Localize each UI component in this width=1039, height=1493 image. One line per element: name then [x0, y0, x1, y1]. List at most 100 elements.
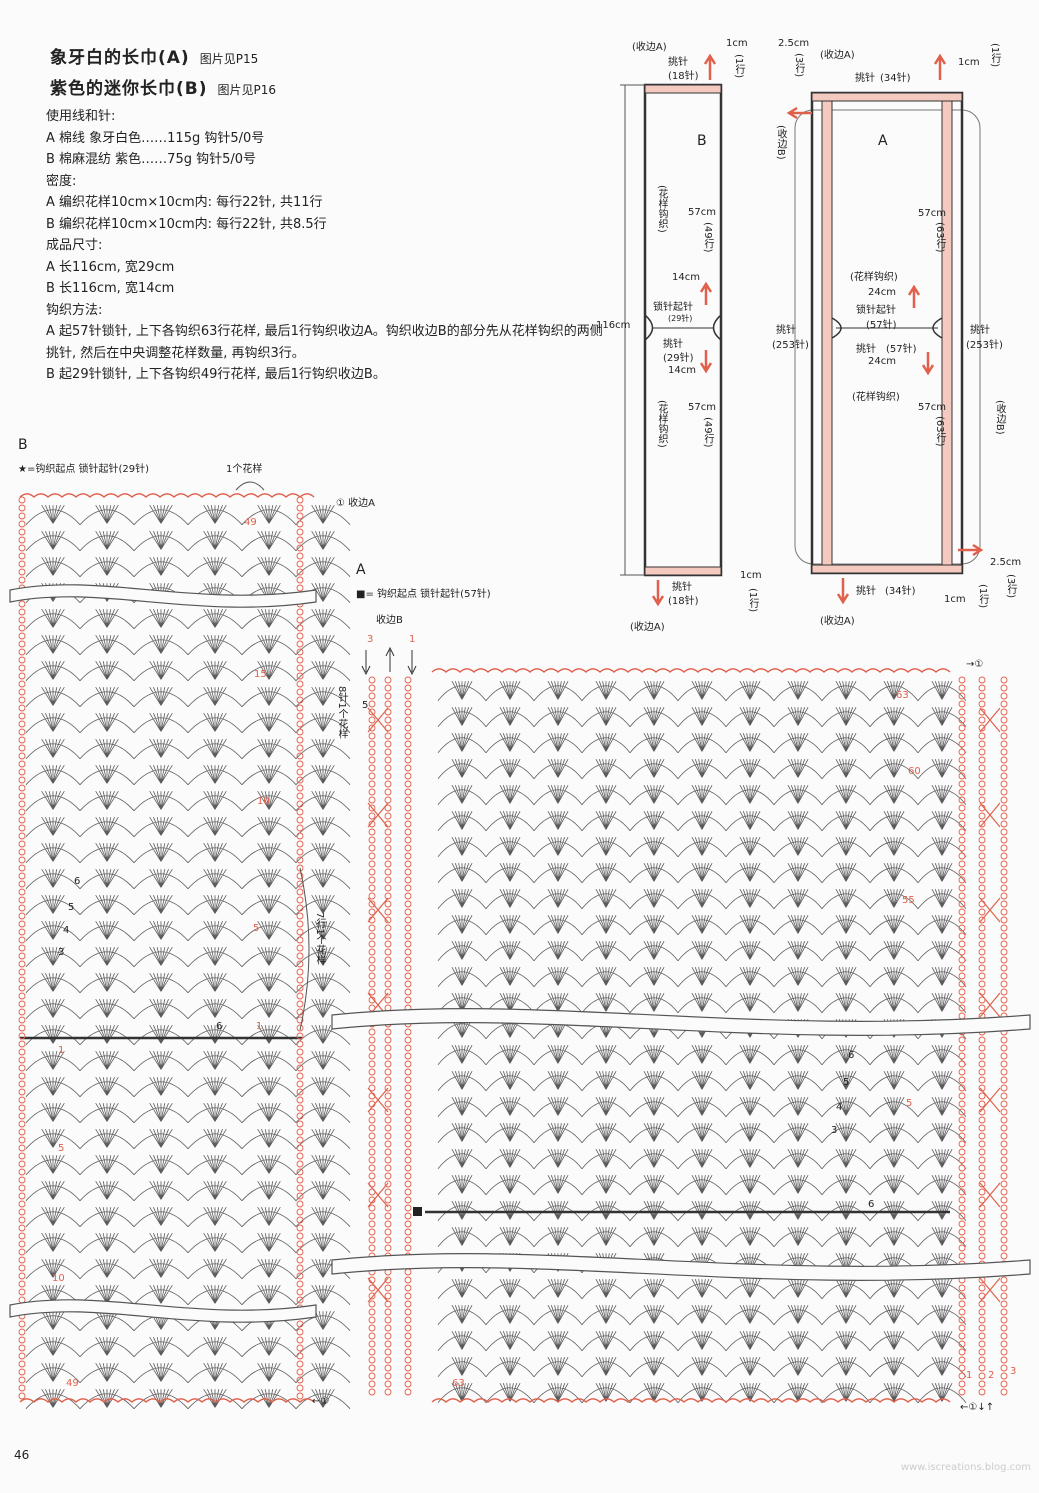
size-a: A 长116cm, 宽29cm	[46, 259, 175, 275]
title-a: 象牙白的长巾(A)图片见P15	[50, 43, 258, 68]
sb-pick-mid: 挑针	[663, 339, 683, 350]
sb-width-2: 14cm	[668, 365, 696, 376]
sa-pick-bot-count: (34针)	[885, 586, 916, 597]
watermark: www.iscreations.blog.com	[900, 1462, 1031, 1473]
density-a: A 编织花样10cm×10cm内: 每行22针, 共11行	[46, 195, 323, 210]
size-b: B 长116cm, 宽14cm	[46, 281, 175, 296]
sb-pick-top: 挑针	[668, 57, 688, 68]
method-b: B 起29针锁针, 上下各钩织49行花样, 最后1行钩织收边B。	[46, 367, 386, 382]
sa-top-1cm: 1cm	[958, 57, 980, 68]
method-a: A 起57针锁针, 上下各钩织63行花样, 最后1行钩织收边A。钩织收边B的部分…	[46, 324, 603, 361]
sb-pattern-2: (花样钩织)	[656, 400, 667, 448]
scallop-edge	[431, 1398, 951, 1403]
page-number: 46	[14, 1448, 30, 1462]
sa-width-2: 24cm	[868, 356, 896, 367]
title-a-ref: 图片见P15	[199, 52, 259, 66]
sb-top-1cm: 1cm	[726, 38, 748, 49]
ca-stitch-repeat: 8针1个花样	[336, 686, 347, 739]
sa-side-right: 挑针	[970, 325, 990, 336]
cb-r15: 15	[254, 669, 267, 680]
sa-rows-1: (63行)	[934, 222, 945, 253]
ca-arrow-bot: ←①↓↑	[960, 1402, 995, 1413]
sb-pick-mid-count: (29针)	[663, 353, 694, 364]
chain-column	[384, 676, 392, 1396]
sb-pick-top-count: (18针)	[668, 71, 699, 82]
ca-r5: 5	[843, 1077, 850, 1088]
ca-r5c: 5	[906, 1098, 913, 1109]
ca-edge-b: 收边B	[376, 615, 403, 626]
sa-pick-mid: 挑针	[856, 344, 876, 355]
repeat-bracket-top	[235, 481, 265, 491]
cb-r49-top: 49	[244, 517, 257, 528]
scallop-edge	[431, 668, 951, 673]
ca-br3: 3	[1010, 1366, 1017, 1377]
sa-bot-1cm: 1cm	[944, 594, 966, 605]
edge-leaf	[979, 897, 1001, 923]
edge-leaf	[367, 897, 389, 923]
stitch-fans	[25, 504, 351, 1409]
sb-edge-top: (收边A)	[632, 42, 667, 53]
title-b: 紫色的迷你长巾(B) 图片见P16	[50, 74, 276, 99]
cb-r4: 4	[63, 925, 70, 936]
arrow-down-2	[407, 650, 417, 676]
title-b-ref: 图片见P16	[217, 83, 277, 97]
sa-pick-top: 挑针	[855, 73, 875, 84]
sa-pick-bot: 挑针	[856, 586, 876, 597]
title-b-text: 紫色的迷你长巾(B)	[50, 79, 208, 99]
cb-r5: 5	[68, 902, 75, 913]
chain-column	[978, 676, 986, 1396]
sa-pattern-1: (花样钩织)	[850, 272, 898, 283]
edge-leaf	[979, 1182, 1001, 1208]
cb-r10b: 10	[52, 1273, 65, 1284]
chain-column	[368, 676, 376, 1396]
sa-side-left: 挑针	[776, 325, 796, 336]
cb-r6: 6	[74, 876, 81, 887]
cb-arrow-bot: ←①	[312, 1396, 330, 1407]
edge-leaf	[367, 992, 389, 1018]
ca-r63-bot: 63	[452, 1378, 465, 1389]
sb-pick-bot: 挑针	[672, 582, 692, 593]
cb-rows-repeat: 7行1个花样	[314, 912, 325, 965]
edge-leaf	[979, 1277, 1001, 1303]
cb-start-note: ★=钩织起点 锁针起针(29针)	[18, 464, 150, 475]
arrow-up	[385, 646, 395, 672]
chain-column	[958, 676, 966, 1396]
materials-b: B 棉麻混纺 紫色……75g 钩针5/0号	[46, 152, 257, 167]
cb-r49-bot: 49	[66, 1378, 79, 1389]
ca-start-note: ■= 钩织起点 锁针起针(57针)	[356, 589, 491, 600]
density-b: B 编织花样10cm×10cm内: 每行22针, 共8.5行	[46, 216, 327, 232]
sb-total: 116cm	[596, 320, 631, 331]
sa-edge-b-right: (收边B)	[994, 400, 1005, 435]
sa-side-left-count: (253针)	[772, 340, 809, 351]
ca-r4: 4	[836, 1102, 843, 1113]
scallop-edge	[19, 493, 315, 498]
ca-r63: 63	[896, 690, 909, 701]
sb-len-1: 57cm	[688, 207, 716, 218]
ca-br1: 1	[966, 1370, 973, 1381]
sa-top-25: 2.5cm	[778, 38, 810, 49]
sb-edge-bot: (收边A)	[630, 622, 665, 633]
sb-len-2: 57cm	[688, 402, 716, 413]
break-wave	[331, 1008, 1031, 1036]
sb-rows-1: (49行)	[702, 222, 713, 253]
materials-a: A 棉线 象牙白色……115g 钩针5/0号	[46, 130, 265, 146]
density-head: 密度:	[46, 173, 77, 189]
sb-width-1: 14cm	[672, 272, 700, 283]
edge-leaf	[367, 802, 389, 828]
ca-n5: 5	[362, 700, 369, 711]
ca-e1: 1	[409, 634, 416, 645]
break-wave	[331, 1253, 1031, 1281]
sb-bot-row: (1行)	[747, 588, 758, 613]
sa-chain: 锁针起针	[856, 305, 896, 316]
break-wave	[9, 1299, 317, 1323]
edge-leaf	[979, 1087, 1001, 1113]
sa-top-row: (1行)	[989, 43, 1000, 68]
sa-top-3row: (3行)	[793, 53, 804, 78]
cb-r1: 1	[256, 1021, 263, 1032]
ca-r6: 6	[848, 1050, 855, 1061]
arrow-down	[361, 650, 371, 676]
sa-bot-25: 2.5cm	[990, 557, 1022, 568]
